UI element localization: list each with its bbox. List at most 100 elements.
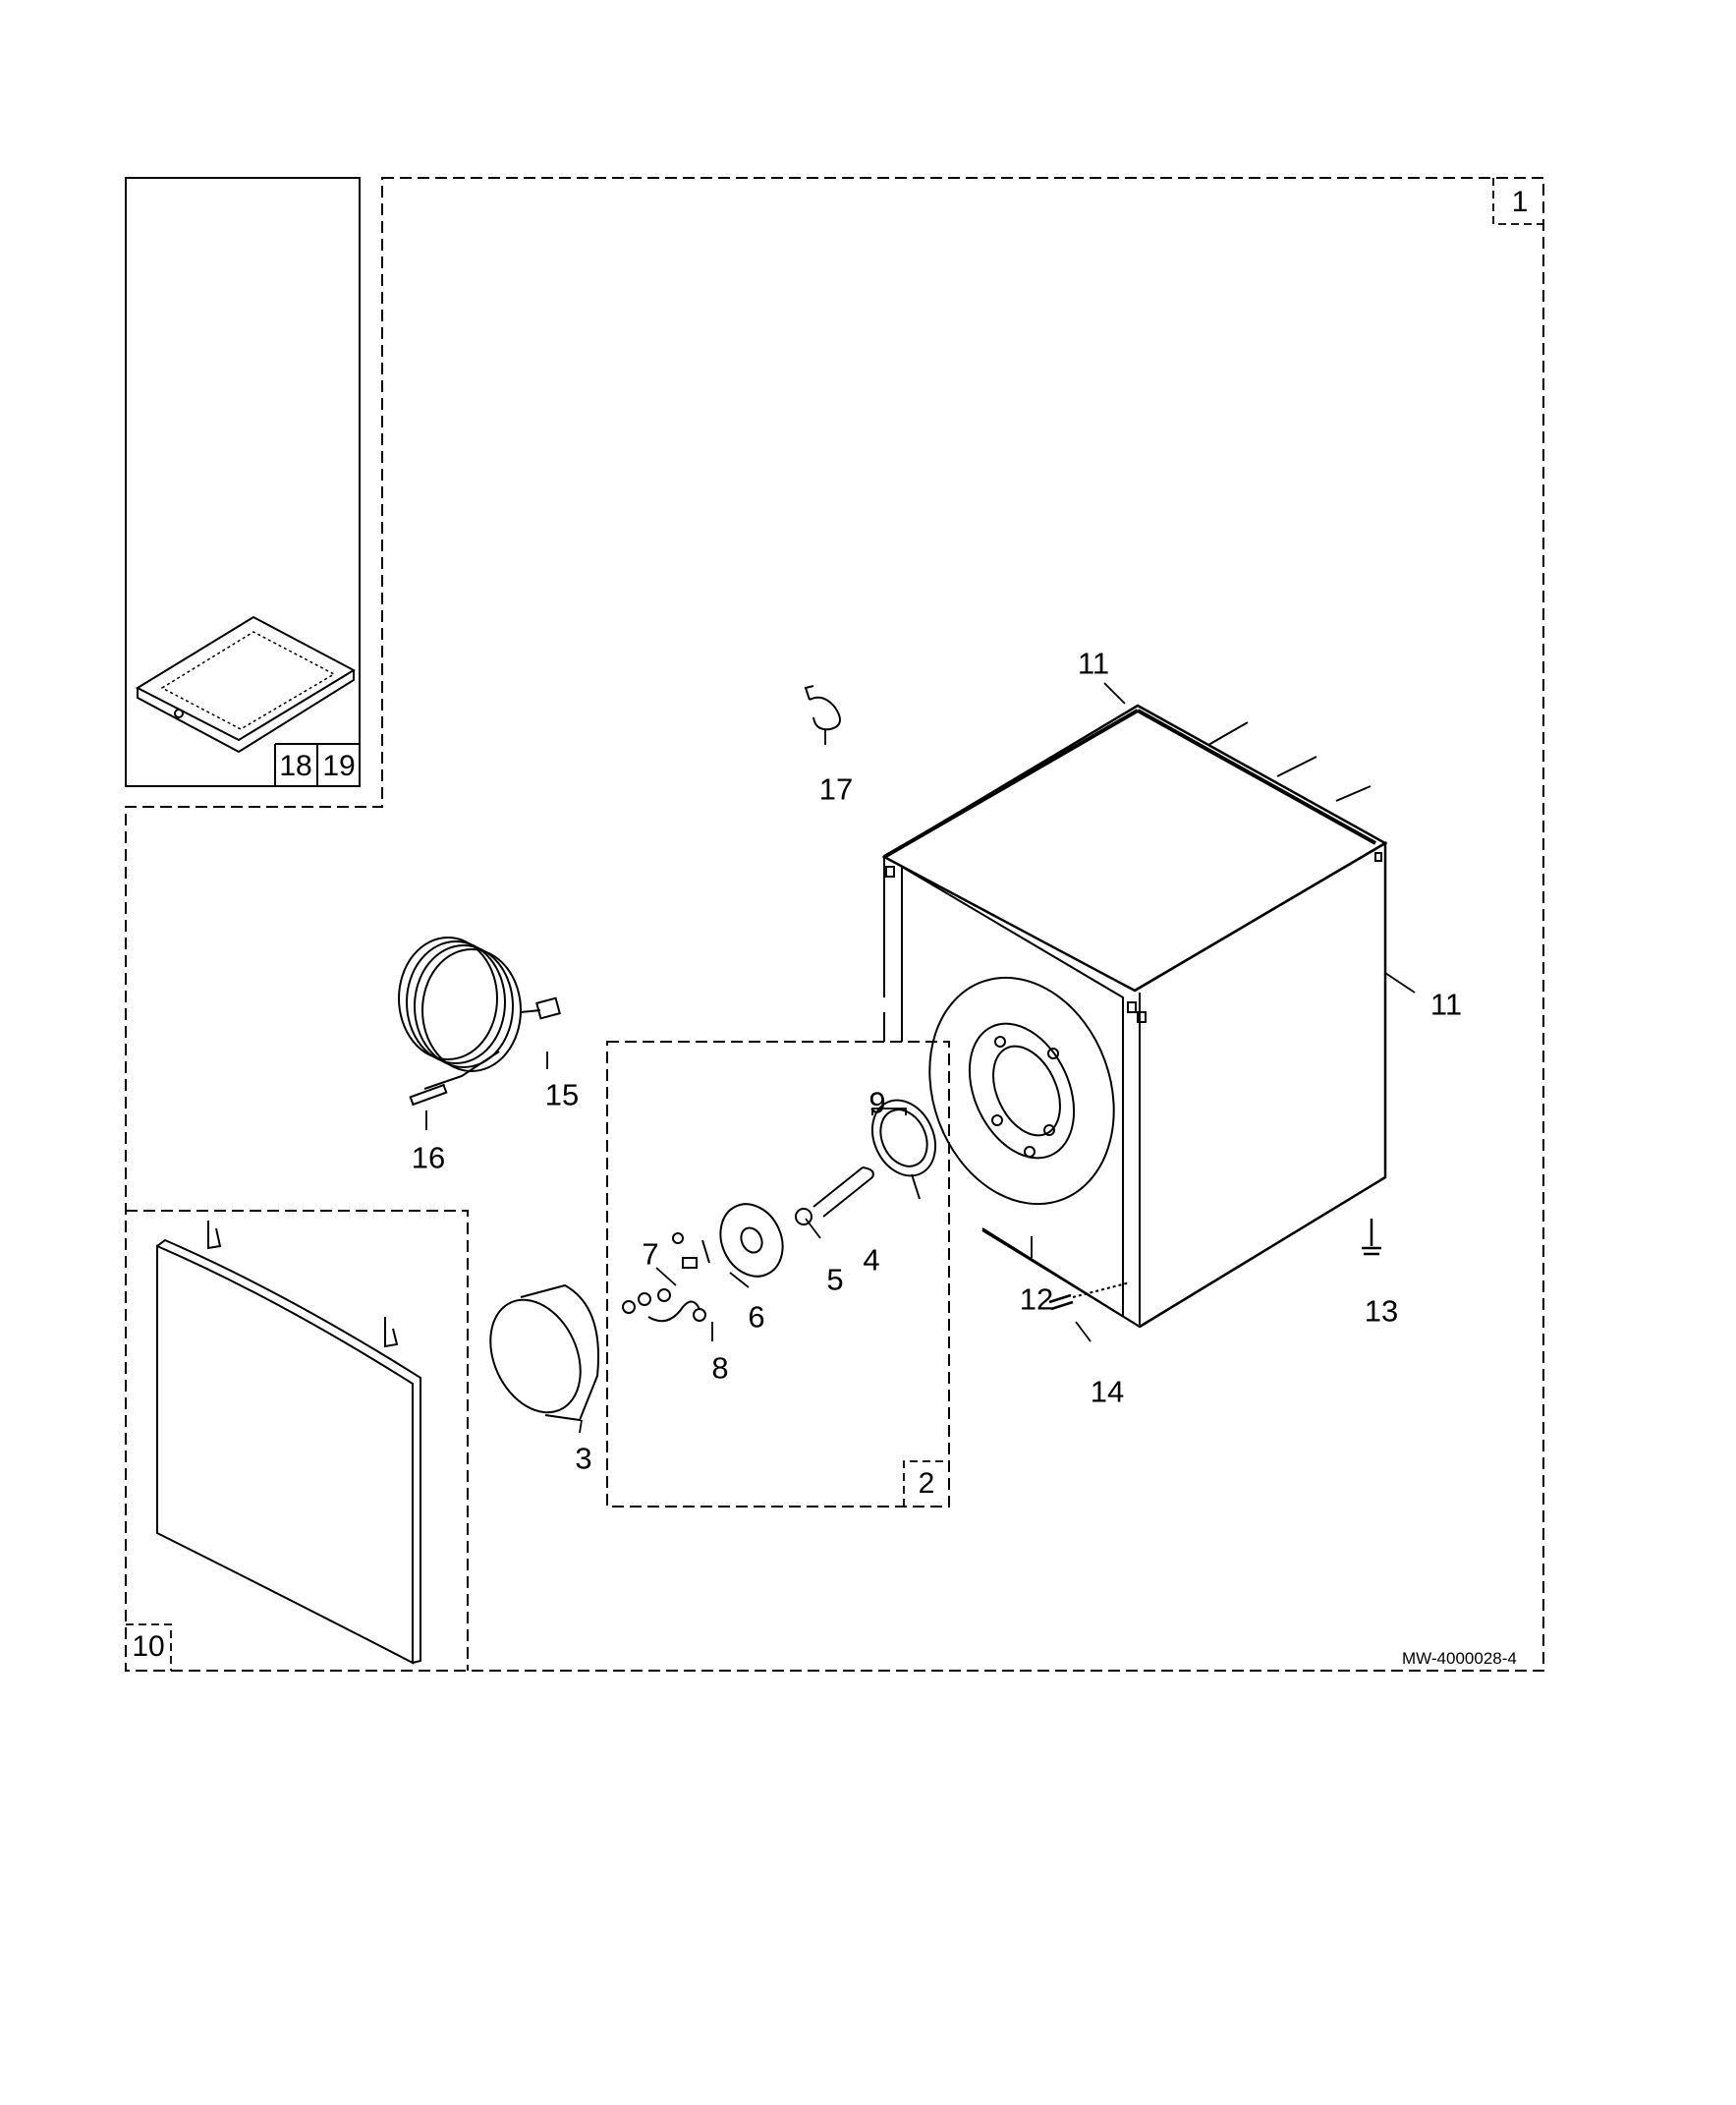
drum-flange [968, 1022, 1076, 1160]
label-1-frame [1498, 178, 1543, 601]
id-cell-1 [1498, 178, 1543, 601]
front-panel-10 [156, 1244, 414, 1665]
bag-flap [137, 670, 355, 754]
box-1-label-tag [1498, 178, 1543, 601]
box-10-boundary [126, 1210, 469, 1671]
screw-14-path [1072, 1281, 1131, 1298]
accessory-kit-box [126, 178, 360, 786]
callout-4: 4 [863, 1242, 880, 1278]
leader-11-top [1103, 682, 1126, 705]
flange-bolt [994, 1036, 1006, 1048]
callout-9: 9 [868, 1085, 886, 1120]
cabinet-top-edge [882, 709, 1376, 859]
box-1-mark [1498, 178, 1543, 601]
box-1-callout-tag [1498, 178, 1543, 601]
drum-outer-ring [928, 976, 1115, 1206]
box-1-label-marker [1498, 178, 1543, 601]
corner-bracket [1374, 852, 1382, 862]
callout-11-top: 11 [1077, 646, 1110, 681]
corner-bracket [885, 866, 895, 878]
cabinet-front-bottom [981, 1176, 1386, 1329]
washer-7 [672, 1232, 684, 1244]
nut-8 [622, 1300, 636, 1314]
bag-inner-seam [160, 631, 336, 730]
accessory-kit-frame [126, 178, 360, 784]
flange-bolt [991, 1114, 1003, 1126]
leader-3 [579, 1419, 583, 1434]
flange-bolt [1047, 1048, 1059, 1059]
box-2-boundary [606, 1041, 950, 1508]
cabinet-front-face [901, 866, 1141, 1328]
tag-1-frame [1498, 178, 1543, 601]
number-cell-1 [1498, 178, 1543, 601]
cell-1-frame [1498, 178, 1543, 601]
accessory-frame [126, 178, 360, 786]
leader-4 [845, 1199, 869, 1214]
accessory-box [126, 178, 360, 787]
flange-bolt [1024, 1146, 1036, 1158]
drum-inner [992, 1045, 1061, 1137]
leader-11-side [1384, 972, 1416, 994]
drawing-reference: MW-4000028-4 [1402, 1649, 1517, 1668]
nut-8 [657, 1288, 671, 1302]
label-1-outline [1498, 178, 1543, 601]
box-1-label-cell [1498, 178, 1543, 601]
callout-12: 12 [1019, 1281, 1054, 1317]
screw-14 [1048, 1293, 1074, 1311]
callout-13: 13 [1364, 1293, 1399, 1329]
bracket-7 [682, 1257, 698, 1269]
boundary-1-tag [1498, 178, 1543, 601]
corner-bracket [1127, 1001, 1137, 1013]
kit-box-outline [126, 178, 360, 786]
box-1-callout-cell [1498, 178, 1543, 601]
front-panel-10-edge [156, 1238, 421, 1664]
panel-hook [207, 1221, 222, 1250]
label-cell-1 [1498, 178, 1543, 601]
box1-label-cell [1498, 178, 1543, 601]
foot-13 [1362, 1219, 1381, 1256]
box-1-number-frame [1498, 178, 1543, 601]
box-1-tag-cell [1498, 178, 1543, 601]
box-1-boundary [125, 177, 1544, 1672]
gasket-tail [911, 1173, 921, 1200]
sensor-coil [406, 940, 506, 1064]
box-1-marker [1498, 178, 1543, 601]
callout-7: 7 [642, 1236, 659, 1272]
label-box-1 [1498, 178, 1543, 601]
label-1 [1498, 178, 1543, 601]
callout-5: 5 [826, 1262, 844, 1297]
door-gasket-9-inner [879, 1109, 928, 1167]
box-1-cell [1498, 178, 1543, 601]
box-1-number-corner [1492, 178, 1543, 225]
corner-bracket [1137, 1011, 1147, 1023]
sensor-connector-15 [535, 996, 561, 1020]
sensor-coil [414, 944, 514, 1068]
kit-box-18-19 [126, 178, 360, 786]
anode-rod-4 [812, 1166, 874, 1218]
callout-14: 14 [1090, 1374, 1125, 1409]
sensor-coil [398, 937, 498, 1060]
kit-frame-solid [125, 177, 361, 787]
box-1-id-frame [1498, 178, 1543, 601]
cable-tie-17-tail [804, 685, 814, 701]
kit-number-cells [274, 743, 360, 786]
callout-11-right: 11 [1429, 987, 1463, 1022]
accessory-panel [126, 178, 360, 786]
box-one-cell [1498, 178, 1543, 601]
accessory-box-frame [126, 178, 360, 787]
flange-plate-6 [719, 1203, 784, 1278]
callout-16: 16 [411, 1140, 446, 1175]
cover-3-side [520, 1283, 599, 1422]
cabinet-back-detail [1207, 721, 1372, 802]
box-1-number-cell [1498, 178, 1543, 601]
callout-18: 18 [279, 750, 312, 782]
sensor-wire [423, 1051, 500, 1090]
leader-14 [1075, 1321, 1092, 1342]
cable-tie-17 [809, 696, 841, 731]
box-10-number-corner [126, 1623, 172, 1671]
callout-1: 1 [1511, 186, 1529, 218]
panel-hook [384, 1317, 399, 1348]
sensor-probe-16 [409, 1083, 448, 1107]
label-1-cell [1499, 178, 1543, 601]
